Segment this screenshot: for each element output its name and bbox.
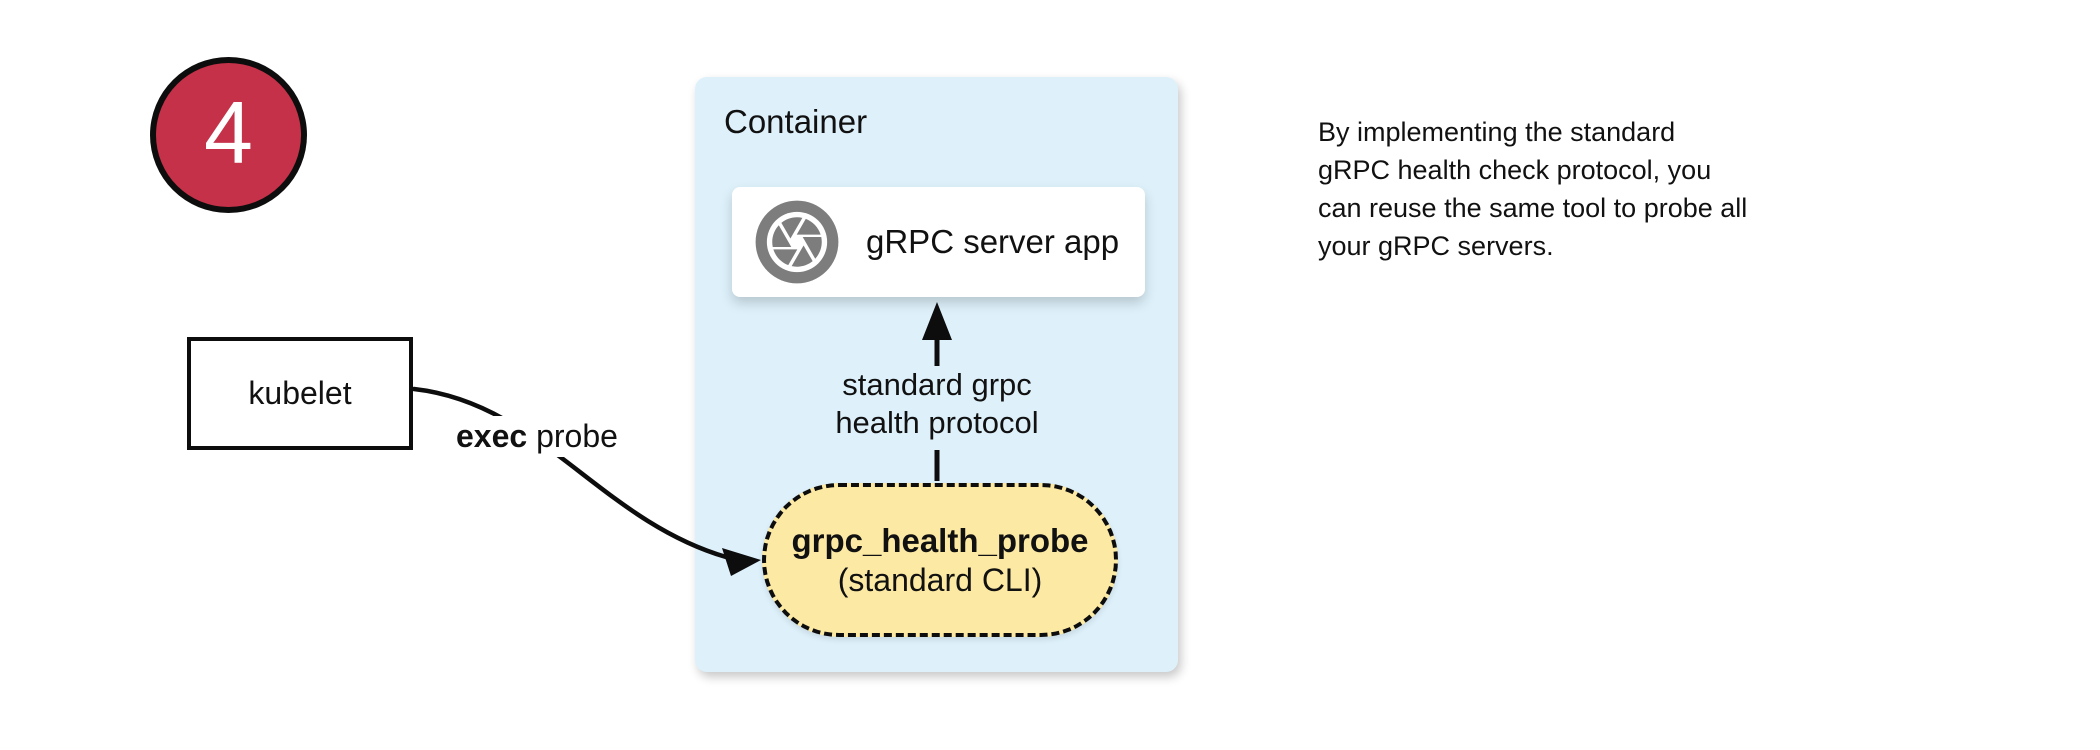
kubelet-box: kubelet: [187, 337, 413, 450]
grpc-health-probe-pill: grpc_health_probe (standard CLI): [762, 483, 1118, 637]
exec-probe-label: exec probe: [450, 416, 624, 457]
probe-pill-subtitle: (standard CLI): [837, 562, 1043, 598]
container-title: Container: [724, 103, 868, 140]
health-protocol-label: standard grpc health protocol: [835, 367, 1039, 440]
step-badge: 4: [150, 57, 307, 213]
exec-probe-label-rest: probe: [527, 418, 618, 454]
grpc-server-label: gRPC server app: [866, 223, 1120, 260]
exec-probe-arrow-line: [411, 386, 729, 560]
kubelet-label: kubelet: [248, 375, 352, 411]
grpc-server-box: gRPC server app: [732, 187, 1145, 297]
step-number: 4: [204, 83, 253, 182]
container-box: Container gRPC server app grpc_health_pr…: [695, 77, 1178, 672]
side-note: By implementing the standard gRPC health…: [1318, 117, 1748, 261]
aperture-icon: [755, 200, 839, 284]
probe-pill-title: grpc_health_probe: [791, 522, 1089, 559]
exec-probe-label-bold: exec: [456, 418, 528, 454]
